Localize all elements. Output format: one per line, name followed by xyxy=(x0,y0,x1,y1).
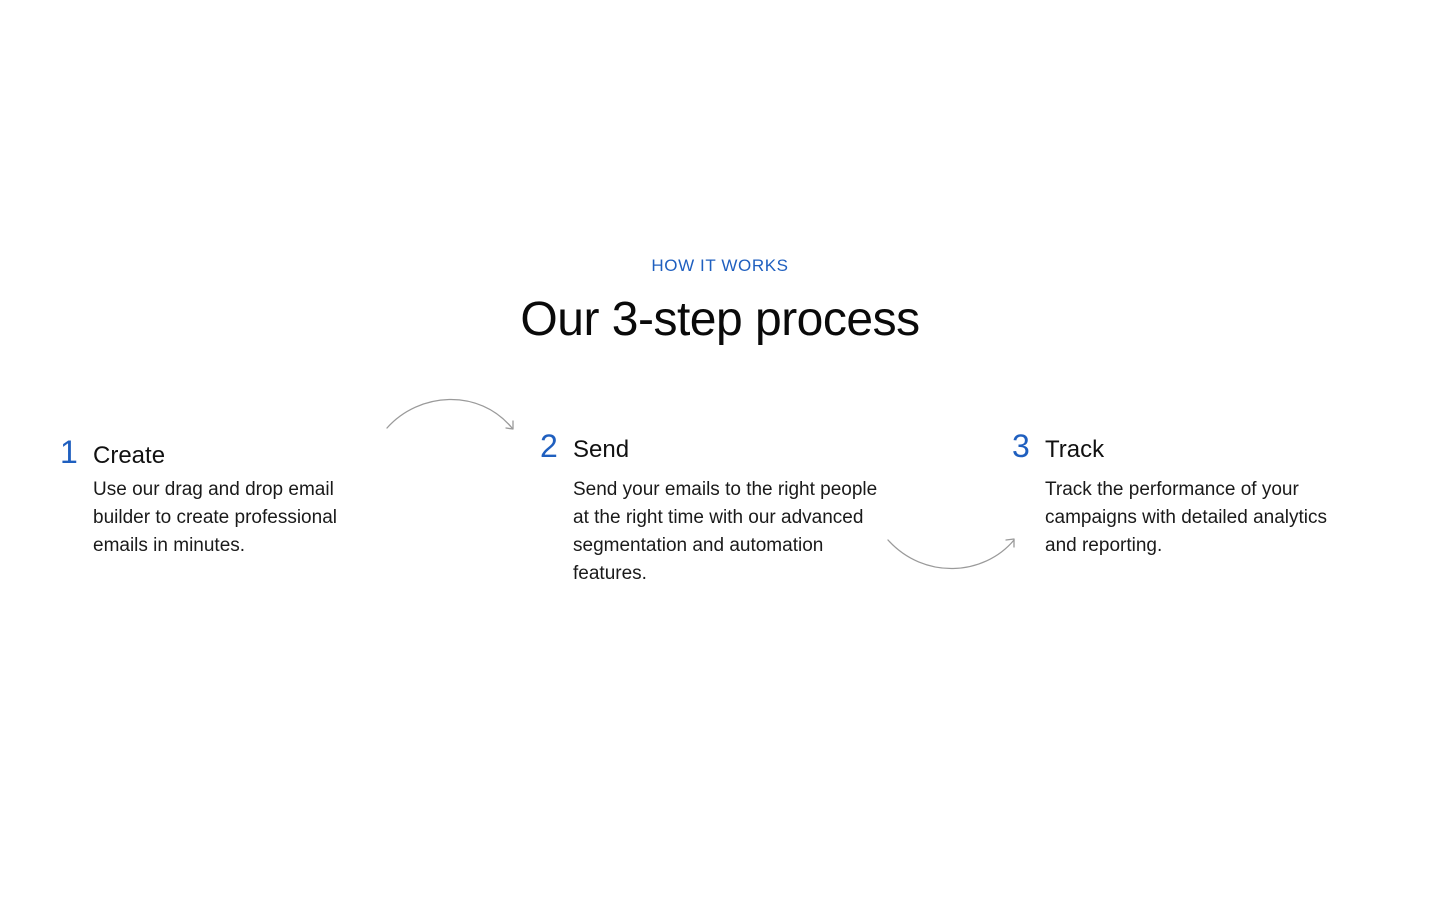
step-number: 3 xyxy=(1012,428,1030,464)
step-description: Send your emails to the right people at … xyxy=(573,479,878,584)
step-title: Create xyxy=(93,442,166,469)
step-header: 1 Create xyxy=(60,430,390,468)
step-title: Send xyxy=(573,436,630,463)
step-description: Use our drag and drop email builder to c… xyxy=(93,479,337,556)
step-create: 1 Create Use our drag and drop email bui… xyxy=(60,430,390,560)
curved-arrow-up-right-icon xyxy=(887,538,1015,570)
section-eyebrow: HOW IT WORKS xyxy=(651,256,789,275)
step-header: 2 Send xyxy=(540,430,880,464)
curved-arrow-right-icon xyxy=(386,398,514,430)
section-title: Our 3-step process xyxy=(520,293,920,346)
step-number: 2 xyxy=(540,428,558,464)
step-number: 1 xyxy=(60,434,78,470)
step-description: Track the performance of your campaigns … xyxy=(1045,479,1327,556)
step-send: 2 Send Send your emails to the right peo… xyxy=(540,430,880,588)
step-track: 3 Track Track the performance of your ca… xyxy=(1012,430,1352,560)
step-header: 3 Track xyxy=(1012,430,1352,464)
step-title: Track xyxy=(1045,436,1105,463)
